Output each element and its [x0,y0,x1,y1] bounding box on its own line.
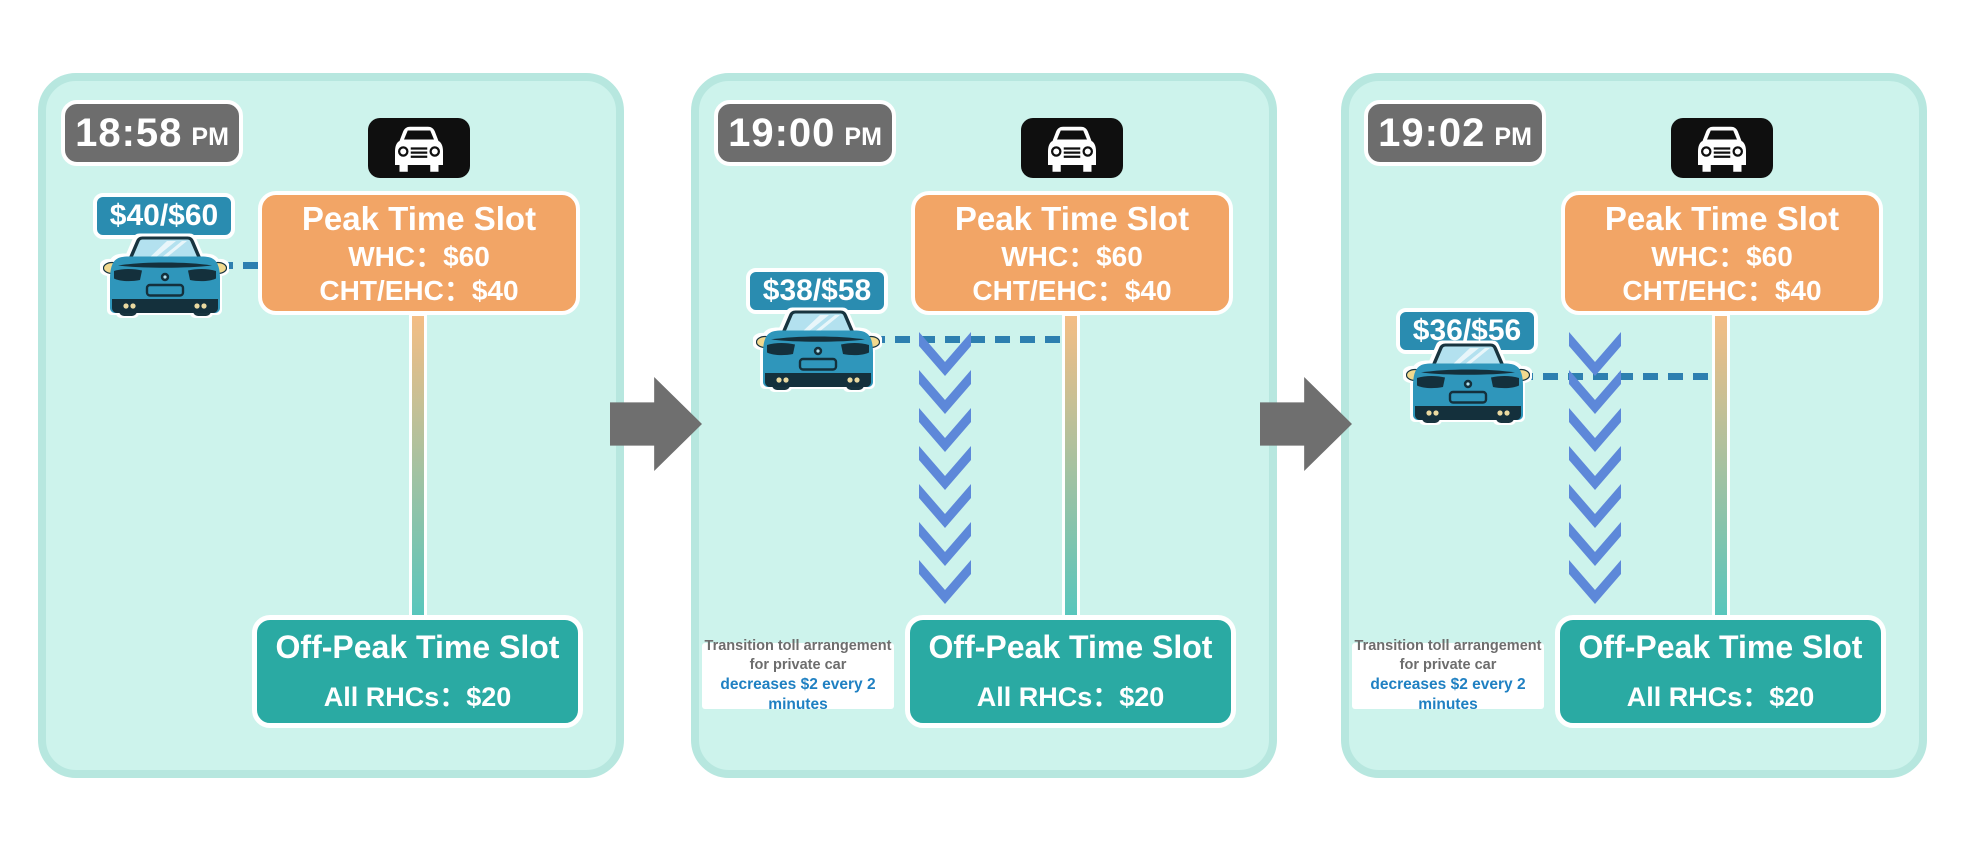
time-badge: 18:58 PM [61,100,243,166]
car-front-icon [1021,118,1123,178]
transition-note-line2: for private car [1399,656,1497,673]
peak-time-slot-box: Peak Time Slot WHC：$60 CHT/EHC：$40 [258,191,580,315]
peak-line-whc: WHC：$60 [348,241,490,273]
decrease-chevrons-icon [1569,332,1621,604]
offpeak-time-slot-box: Off-Peak Time Slot All RHCs：$20 [1555,615,1886,728]
transition-note: Transition toll arrangement for private … [702,638,894,713]
car-rear-icon [1405,339,1531,425]
peak-title: Peak Time Slot [954,199,1190,237]
panel-1858: 18:58 PM Peak Time Slot WHC：$60 CHT/EHC：… [38,73,624,778]
car-rear-icon [102,232,228,318]
time-meridiem: PM [844,122,882,151]
peak-title: Peak Time Slot [1604,199,1840,237]
toll-price-badge: $38/$58 [746,268,888,314]
transition-note: Transition toll arrangement for private … [1352,638,1544,713]
time-value: 19:00 [728,110,836,155]
peak-to-offpeak-connector [409,313,427,621]
peak-time-slot-box: Peak Time Slot WHC：$60 CHT/EHC：$40 [1561,191,1883,315]
peak-line-whc: WHC：$60 [1651,241,1793,273]
transition-note-line1: Transition toll arrangement [704,638,892,655]
offpeak-title: Off-Peak Time Slot [275,629,560,665]
transition-note-line3: decreases $2 every 2 minutes [720,675,876,713]
offpeak-line-rhcs: All RHCs：$20 [976,682,1165,712]
time-value: 19:02 [1378,110,1486,155]
panel-1900: 19:00 PM Peak Time Slot WHC：$60 CHT/EHC：… [691,73,1277,778]
time-value: 18:58 [75,110,183,155]
peak-to-offpeak-connector [1062,313,1080,621]
offpeak-time-slot-box: Off-Peak Time Slot All RHCs：$20 [905,615,1236,728]
peak-line-cht-ehc: CHT/EHC：$40 [972,274,1172,306]
time-badge: 19:00 PM [714,100,896,166]
toll-price-badge: $40/$60 [93,193,235,239]
time-meridiem: PM [1494,122,1532,151]
peak-line-cht-ehc: CHT/EHC：$40 [1622,274,1822,306]
offpeak-title: Off-Peak Time Slot [928,629,1213,665]
toll-dashed-line [218,262,258,269]
car-rear-icon [755,306,881,392]
time-badge: 19:02 PM [1364,100,1546,166]
transition-note-line1: Transition toll arrangement [1354,638,1542,655]
decrease-chevrons-icon [919,332,971,604]
peak-line-whc: WHC：$60 [1001,241,1143,273]
peak-line-cht-ehc: CHT/EHC：$40 [319,274,519,306]
car-front-icon [1671,118,1773,178]
toll-dashed-line [1518,373,1712,380]
peak-time-slot-box: Peak Time Slot WHC：$60 CHT/EHC：$40 [911,191,1233,315]
toll-price-badge: $36/$56 [1396,308,1538,354]
car-front-icon [368,118,470,178]
peak-to-offpeak-connector [1712,313,1730,621]
transition-note-line2: for private car [749,656,847,673]
panel-1902: 19:02 PM Peak Time Slot WHC：$60 CHT/EHC：… [1341,73,1927,778]
time-meridiem: PM [191,122,229,151]
offpeak-line-rhcs: All RHCs：$20 [1626,682,1815,712]
transition-note-line3: decreases $2 every 2 minutes [1370,675,1526,713]
peak-title: Peak Time Slot [301,199,537,237]
offpeak-time-slot-box: Off-Peak Time Slot All RHCs：$20 [252,615,583,728]
offpeak-title: Off-Peak Time Slot [1578,629,1863,665]
offpeak-line-rhcs: All RHCs：$20 [323,682,512,712]
